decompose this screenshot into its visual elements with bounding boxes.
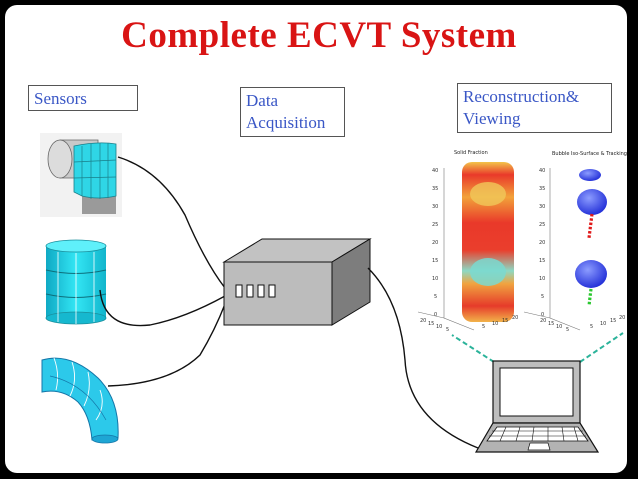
left-x-tick: 20 — [512, 315, 518, 321]
right-x-tick: 5 — [566, 327, 569, 333]
right-y-tick: 5 — [541, 294, 544, 300]
data-acquisition-label: Data Acquisition — [240, 87, 345, 137]
acq-port-2 — [246, 284, 254, 298]
right-plot-title: Bubble Iso-Surface & Tracking — [552, 151, 627, 157]
box-sensor-image — [40, 133, 122, 217]
laptop-screen — [499, 367, 574, 417]
bubble-track-red — [587, 213, 594, 239]
box-sensor-grid — [73, 143, 117, 199]
left-x-tick: 10 — [492, 321, 498, 327]
reconstruction-label: Reconstruction& Viewing — [457, 83, 612, 133]
left-y-tick: 0 — [434, 312, 437, 318]
elbow-sensor-seams — [53, 357, 103, 421]
sensors-label-text: Sensors — [34, 89, 87, 108]
cable-sensor3 — [107, 303, 226, 387]
right-x-tick: 10 — [556, 324, 562, 330]
left-y-tick: 30 — [432, 204, 438, 210]
left-plot-axes — [417, 168, 475, 331]
right-y-tick: 20 — [539, 240, 545, 246]
bubble-upper — [577, 189, 607, 215]
left-x-tick: 15 — [428, 321, 434, 327]
left-x-tick: 20 — [420, 318, 426, 324]
elbow-sensor-image — [41, 357, 119, 444]
right-x-tick: 20 — [540, 318, 546, 324]
elbow-sensor-midline — [49, 375, 107, 421]
laptop-keys — [489, 426, 586, 442]
left-y-tick: 15 — [432, 258, 438, 264]
data-acquisition-line2: Acquisition — [246, 113, 326, 132]
acq-port-1 — [235, 284, 243, 298]
acq-port-4 — [268, 284, 276, 298]
elbow-sensor-end — [91, 434, 119, 444]
left-y-tick: 35 — [432, 186, 438, 192]
right-x-ticks: 20 15 10 5 5 10 15 20 — [540, 315, 625, 333]
right-y-tick: 30 — [539, 204, 545, 210]
left-y-tick: 5 — [434, 294, 437, 300]
cable-sensor2 — [99, 289, 226, 327]
right-y-tick: 0 — [541, 312, 544, 318]
cylinder-sensor-seams — [57, 252, 95, 324]
right-y-ticks: 40 35 30 25 20 15 10 5 0 — [539, 168, 545, 318]
left-x-tick: 15 — [502, 318, 508, 324]
right-y-tick: 15 — [539, 258, 545, 264]
box-sensor-electrodes — [73, 142, 117, 199]
left-x-tick: 5 — [482, 324, 485, 330]
reconstruction-line2: Viewing — [463, 109, 521, 128]
left-y-tick: 20 — [432, 240, 438, 246]
bubble-track-green — [587, 288, 593, 307]
left-x-tick: 5 — [446, 327, 449, 333]
left-y-tick: 10 — [432, 276, 438, 282]
right-y-tick: 10 — [539, 276, 545, 282]
reconstruction-line1: Reconstruction& — [463, 87, 580, 106]
right-y-tick: 35 — [539, 186, 545, 192]
sensor-cables — [99, 156, 226, 387]
bubble-top — [579, 169, 601, 181]
right-y-tick: 25 — [539, 222, 545, 228]
sensors-label: Sensors — [28, 85, 138, 111]
left-y-tick: 40 — [432, 168, 438, 174]
slide-title: Complete ECVT System — [121, 15, 517, 56]
right-plot-axes — [523, 168, 581, 331]
data-acquisition-line1: Data — [246, 91, 279, 110]
cable-sensor1 — [117, 156, 226, 289]
heat-spot-lower — [470, 258, 506, 286]
dashed-link-left — [451, 334, 495, 363]
laptop-keyboard — [486, 426, 589, 442]
reconstruction-plots — [417, 162, 607, 331]
left-x-tick: 10 — [436, 324, 442, 330]
acq-port-3 — [257, 284, 265, 298]
left-y-ticks: 40 35 30 25 20 15 10 5 0 — [432, 168, 438, 318]
right-x-tick: 10 — [600, 321, 606, 327]
box-sensor-cap — [47, 139, 73, 179]
right-x-tick: 15 — [548, 321, 554, 327]
left-x-ticks: 20 15 10 5 5 10 15 20 — [420, 315, 518, 333]
laptop-touchpad — [527, 442, 551, 451]
cable-to-laptop — [367, 267, 479, 449]
heat-spot-upper — [470, 182, 506, 206]
right-x-tick: 20 — [619, 315, 625, 321]
acquisition-box — [222, 238, 372, 326]
left-plot-title: Solid Fraction — [454, 150, 488, 156]
elbow-sensor-body — [41, 357, 119, 441]
cylinder-sensor-image — [45, 239, 107, 325]
cylinder-sensor-top — [45, 239, 107, 253]
right-x-tick: 5 — [590, 324, 593, 330]
right-y-tick: 40 — [539, 168, 545, 174]
laptop — [474, 360, 600, 453]
right-x-tick: 15 — [610, 318, 616, 324]
bubble-lower — [575, 260, 607, 288]
dashed-link-right — [579, 332, 624, 363]
left-y-tick: 25 — [432, 222, 438, 228]
